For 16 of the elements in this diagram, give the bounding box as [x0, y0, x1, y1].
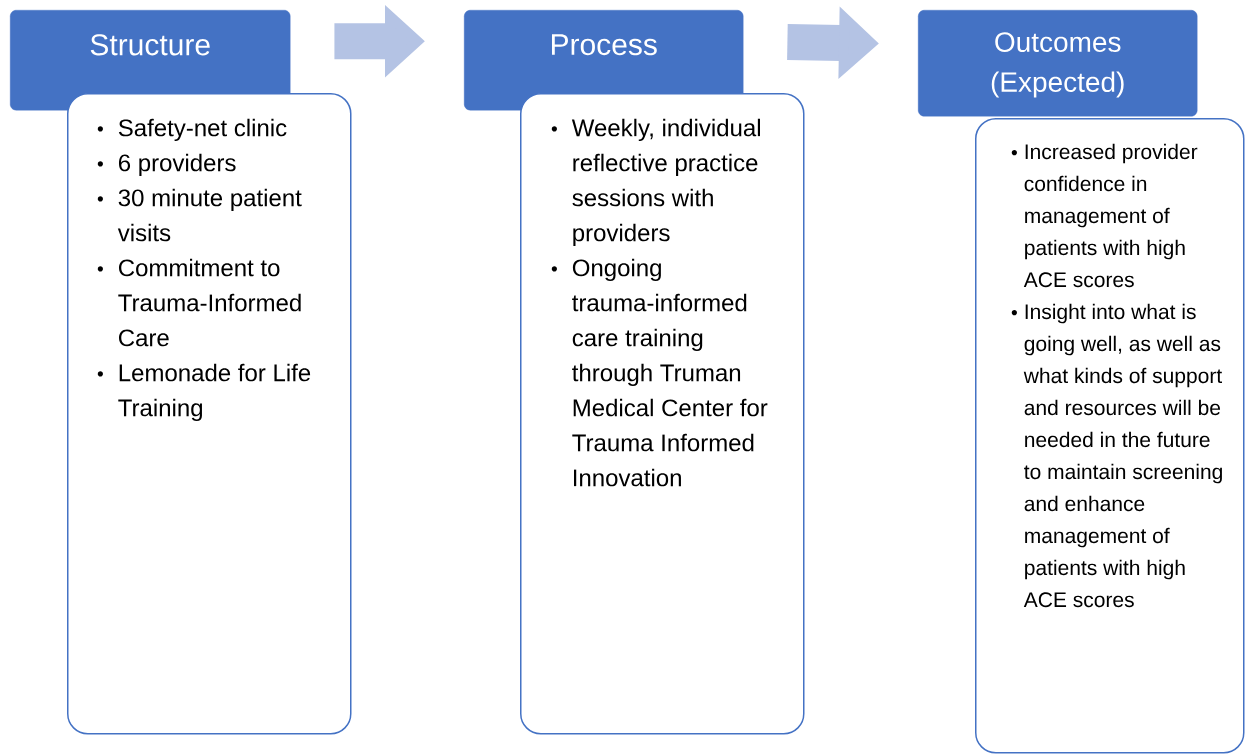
bullet-text: Weekly, individual reflective practice sessions with providers: [571, 118, 760, 247]
bullet-text: Commitment to Trauma-Informed Care: [118, 258, 301, 347]
bullet-text: 6 providers: [119, 153, 236, 177]
heading: Process: [552, 34, 657, 56]
bullet-text: Ongoing trauma-informed care training through Truman Medical Center for Trauma Informed Innovation: [572, 258, 768, 487]
header-box: [918, 10, 1198, 117]
bullet-text: 30 minute patient visits: [117, 188, 302, 242]
content-box: [67, 93, 352, 735]
content-box: [975, 118, 1245, 754]
heading: Outcomes (Expected): [991, 32, 1124, 98]
bullet-text: Safety-net clinic: [118, 118, 287, 142]
bullet-text: Lemonade for Life Training: [118, 363, 311, 422]
heading: Structure: [90, 34, 210, 56]
content-box: [520, 93, 805, 735]
bullet-text: Increased provider confidence in management of patients with high ACE scores: [1023, 143, 1198, 288]
bullet-text: Insight into what is going well, as well as what kinds of support and resources will be needed in the future to maintain screening and enhance management of patients with high ACE scores: [1023, 303, 1222, 608]
